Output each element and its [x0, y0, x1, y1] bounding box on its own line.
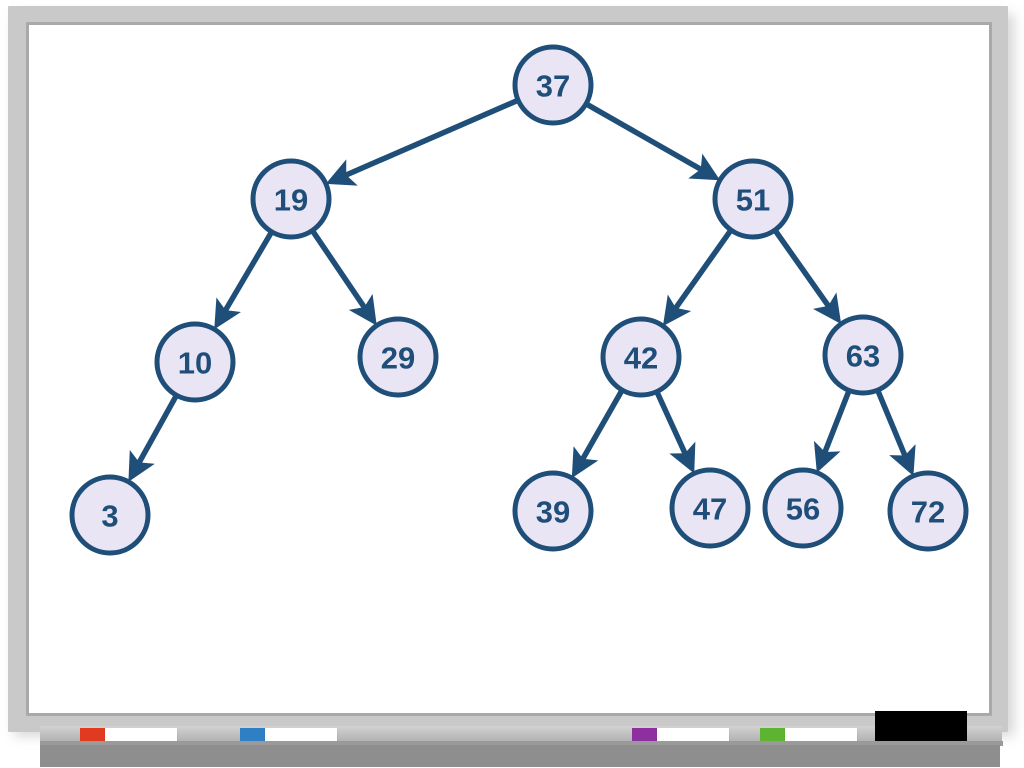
tree-node-63[interactable]: 63 [822, 314, 904, 396]
marker-tray-shelf-top [40, 741, 1003, 746]
tree-edges [128, 98, 916, 482]
tree-node-circle-3 [69, 474, 151, 556]
blue-marker-cap [240, 728, 265, 745]
tree-node-51[interactable]: 51 [712, 158, 794, 240]
tree-node-circle-72 [887, 470, 969, 552]
tree-node-circle-63 [822, 314, 904, 396]
tree-node-10[interactable]: 10 [154, 321, 236, 403]
tree-node-label-39: 39 [536, 495, 570, 530]
tree-node-label-19: 19 [274, 183, 308, 218]
blue-marker[interactable] [240, 728, 337, 745]
tree-node-label-3: 3 [101, 499, 118, 534]
tree-edge-63-to-56 [813, 390, 852, 473]
tree-edge-19-to-29 [310, 229, 377, 326]
tree-edge-51-to-63 [773, 229, 842, 325]
tree-edge-51-to-42 [662, 229, 733, 327]
tree-node-label-72: 72 [911, 495, 945, 530]
red-marker-body [105, 728, 177, 745]
tree-node-47[interactable]: 47 [669, 467, 751, 549]
tree-edge-37-to-51 [585, 101, 721, 181]
tree-node-39[interactable]: 39 [512, 470, 594, 552]
tree-node-3[interactable]: 3 [69, 474, 151, 556]
tree-node-circle-39 [512, 470, 594, 552]
green-marker-cap [760, 728, 785, 745]
tree-edge-10-to-3 [128, 394, 179, 482]
purple-marker-body [657, 728, 729, 745]
tree-node-circle-29 [357, 316, 439, 398]
tree-node-37[interactable]: 37 [512, 44, 594, 126]
tree-node-circle-56 [762, 467, 844, 549]
binary-search-tree-diagram: 37 19 51 10 29 42 63 3 39 47 56 72 [69, 44, 969, 556]
green-marker[interactable] [760, 728, 857, 745]
tree-node-42[interactable]: 42 [600, 316, 682, 398]
tree-node-56[interactable]: 56 [762, 467, 844, 549]
blue-marker-body [265, 728, 337, 745]
tree-node-circle-47 [669, 467, 751, 549]
tree-node-circle-51 [712, 158, 794, 240]
tree-edge-37-to-19 [325, 98, 519, 186]
tree-node-label-56: 56 [786, 492, 820, 527]
tree-node-label-37: 37 [536, 69, 570, 104]
red-marker-cap [80, 728, 105, 745]
tree-node-29[interactable]: 29 [357, 316, 439, 398]
marker-tray-shelf [40, 745, 1000, 767]
tree-edge-63-to-72 [875, 389, 916, 477]
purple-marker-cap [632, 728, 657, 745]
tree-node-label-63: 63 [846, 339, 880, 374]
tree-node-circle-37 [512, 44, 594, 126]
tree-node-label-42: 42 [624, 341, 658, 376]
red-marker[interactable] [80, 728, 177, 745]
tree-nodes: 37 19 51 10 29 42 63 3 39 47 56 72 [69, 44, 969, 556]
purple-marker[interactable] [632, 728, 729, 745]
tree-node-19[interactable]: 19 [250, 158, 332, 240]
tree-node-label-10: 10 [178, 346, 212, 381]
tree-node-72[interactable]: 72 [887, 470, 969, 552]
tree-edge-42-to-39 [571, 389, 625, 479]
tree-node-label-51: 51 [736, 183, 770, 218]
tree-edge-19-to-10 [214, 231, 274, 330]
tree-node-circle-42 [600, 316, 682, 398]
tree-node-label-47: 47 [693, 492, 727, 527]
tree-node-circle-19 [250, 158, 332, 240]
tree-node-circle-10 [154, 321, 236, 403]
tree-node-label-29: 29 [381, 341, 415, 376]
green-marker-body [785, 728, 857, 745]
tree-edge-42-to-47 [654, 391, 696, 474]
